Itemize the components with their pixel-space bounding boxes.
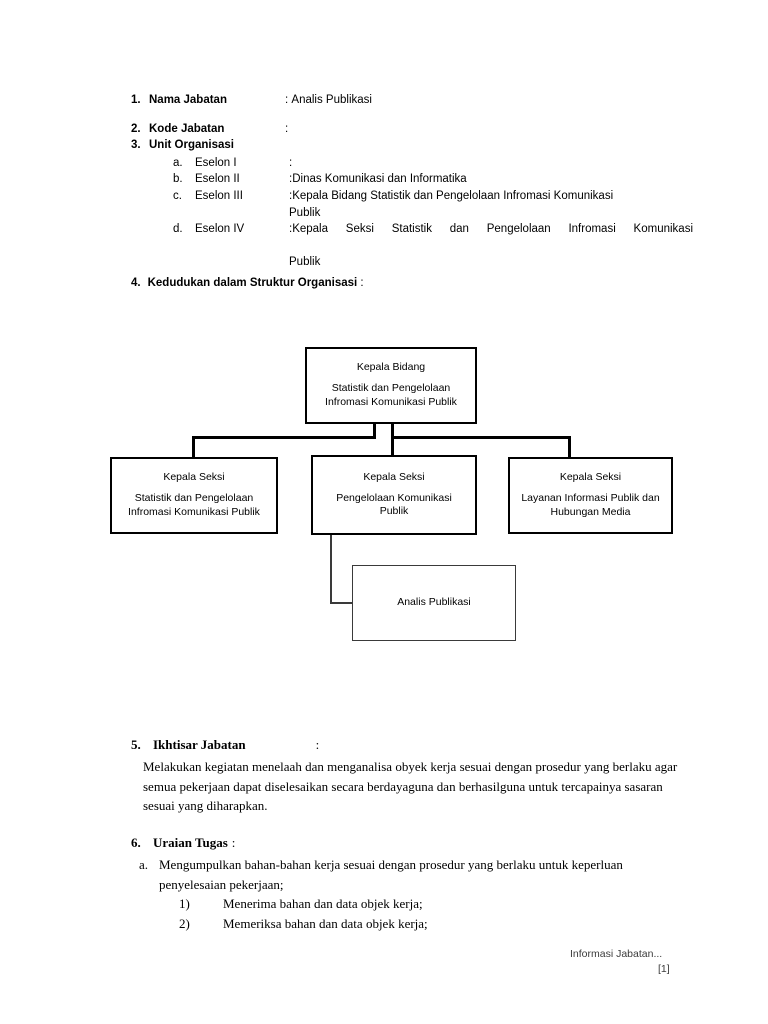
field-label: Unit Organisasi xyxy=(149,138,234,151)
connector-drop-right xyxy=(568,436,571,458)
eselon-item-1: a. Eselon I : xyxy=(131,156,693,172)
org-node-subtitle-line2: Infromasi Komunikasi Publik xyxy=(325,395,457,408)
eselon-colon: : xyxy=(289,223,293,236)
eselon-value: :Kepala Bidang Statistik dan Pengelolaan… xyxy=(289,189,693,205)
org-node-subtitle-line2: Publik xyxy=(379,505,409,518)
connector-analis-vertical xyxy=(330,535,332,604)
eselon-letter: a. xyxy=(173,156,183,169)
connector-bus-left xyxy=(192,436,376,439)
section-number: 5. xyxy=(131,737,141,752)
eselon-list: a. Eselon I : b. Eselon II :Dinas Komuni… xyxy=(131,156,693,271)
field-number: 2. xyxy=(131,122,141,135)
connector-analis-horizontal xyxy=(330,602,353,604)
org-node-title: Kepala Seksi xyxy=(163,471,225,484)
connector-drop-left xyxy=(192,436,195,458)
section-colon: : xyxy=(231,835,236,850)
org-node-kepala-seksi-statistik[interactable]: Kepala Seksi Statistik dan Pengelolaan I… xyxy=(110,457,278,534)
org-node-title: Kepala Seksi xyxy=(363,470,425,483)
section-title: Uraian Tugas xyxy=(153,835,228,850)
org-node-analis-publikasi[interactable]: Analis Publikasi xyxy=(352,565,516,641)
field-number: 3. xyxy=(131,138,141,151)
section-title: Kedudukan dalam Struktur Organisasi xyxy=(147,277,358,289)
org-node-subtitle-line1: Layanan Informasi Publik dan xyxy=(521,492,660,505)
task-subitem-1: 1) Menerima bahan dan data objek kerja; xyxy=(131,894,693,914)
org-node-subtitle-line2: Infromasi Komunikasi Publik xyxy=(128,505,260,518)
body-sections: 5. Ikhtisar Jabatan : Melakukan kegiatan… xyxy=(131,735,693,934)
field-value: : xyxy=(285,122,693,138)
connector-top-stem-center xyxy=(391,423,394,457)
section-5-paragraph: Melakukan kegiatan menelaah dan menganal… xyxy=(143,758,678,814)
task-item-a: a. Mengumpulkan bahan-bahan kerja sesuai… xyxy=(131,855,693,895)
field-kode-jabatan: 2. Kode Jabatan : xyxy=(131,122,693,138)
footer-page-number: [1] xyxy=(658,963,670,975)
field-label: Kode Jabatan xyxy=(149,122,225,135)
eselon-label: Eselon III xyxy=(195,190,243,203)
org-node-subtitle-line2: Hubungan Media xyxy=(550,505,631,518)
task-marker: 2) xyxy=(179,916,190,931)
org-node-title: Kepala Bidang xyxy=(356,361,426,374)
eselon-text: Dinas Komunikasi dan Informatika xyxy=(292,173,467,186)
org-node-subtitle-line1: Statistik dan Pengelolaan xyxy=(134,492,254,505)
eselon-text: Kepala Bidang Statistik dan Pengelolaan … xyxy=(292,190,614,203)
eselon-item-2: b. Eselon II :Dinas Komunikasi dan Infor… xyxy=(131,172,693,188)
section-5-heading: 5. Ikhtisar Jabatan : xyxy=(131,735,693,755)
eselon-letter: b. xyxy=(173,173,183,186)
eselon-colon: : xyxy=(289,156,293,169)
task-text: Menerima bahan dan data objek kerja; xyxy=(223,896,423,912)
eselon-value: :Kepala Seksi Statistik dan Pengelolaan … xyxy=(289,222,693,254)
section-number: 6. xyxy=(131,835,141,850)
org-node-kepala-seksi-pengelolaan[interactable]: Kepala Seksi Pengelolaan Komunikasi Publ… xyxy=(311,455,477,535)
eselon-continuation-4: Publik xyxy=(289,255,321,268)
eselon-continuation-3: Publik xyxy=(289,207,321,220)
eselon-label: Eselon I xyxy=(195,156,237,169)
field-text: Analis Publikasi xyxy=(291,94,372,106)
task-subitem-2: 2) Memeriksa bahan dan data objek kerja; xyxy=(131,914,693,934)
connector-top-stem-left xyxy=(373,423,376,439)
task-marker: a. xyxy=(139,856,149,872)
eselon-value: : xyxy=(289,156,693,172)
org-node-title: Kepala Seksi xyxy=(559,471,622,484)
field-value: : Analis Publikasi xyxy=(285,93,693,109)
eselon-value: :Dinas Komunikasi dan Informatika xyxy=(289,172,693,188)
eselon-item-4: d. Eselon IV :Kepala Seksi Statistik dan… xyxy=(131,222,693,254)
org-node-subtitle-line1: Pengelolaan Komunikasi xyxy=(336,491,452,504)
org-node-title: Analis Publikasi xyxy=(397,596,471,609)
org-node-kepala-bidang[interactable]: Kepala Bidang Statistik dan Pengelolaan … xyxy=(305,347,477,424)
field-number: 1. xyxy=(131,94,141,106)
field-colon: : xyxy=(285,94,289,106)
header-fields: 1. Nama Jabatan : Analis Publikasi 2. Ko… xyxy=(131,93,693,271)
section-4-heading: 4. Kedudukan dalam Struktur Organisasi : xyxy=(131,277,364,289)
eselon-label: Eselon IV xyxy=(195,223,245,236)
task-text: Memeriksa bahan dan data objek kerja; xyxy=(223,916,428,931)
section-number: 4. xyxy=(131,277,141,289)
section-colon: : xyxy=(360,277,364,289)
connector-bus-right xyxy=(391,436,571,439)
field-unit-organisasi: 3. Unit Organisasi xyxy=(131,138,693,154)
eselon-letter: c. xyxy=(173,190,182,203)
task-marker: 1) xyxy=(179,896,190,912)
eselon-item-3: c. Eselon III :Kepala Bidang Statistik d… xyxy=(131,189,693,205)
org-node-subtitle-line1: Statistik dan Pengelolaan xyxy=(331,382,451,395)
eselon-colon: : xyxy=(289,190,293,203)
field-colon: : xyxy=(285,122,289,135)
section-6-heading: 6. Uraian Tugas : xyxy=(131,833,693,853)
section-colon: : xyxy=(315,737,320,752)
eselon-colon: : xyxy=(289,173,293,186)
eselon-letter: d. xyxy=(173,223,183,236)
eselon-label: Eselon II xyxy=(195,173,240,186)
org-node-kepala-seksi-layanan[interactable]: Kepala Seksi Layanan Informasi Publik da… xyxy=(508,457,673,534)
spacer xyxy=(131,816,693,833)
eselon-text: Kepala Seksi Statistik dan Pengelolaan I… xyxy=(292,223,693,236)
field-label: Nama Jabatan xyxy=(149,94,227,106)
task-text: Mengumpulkan bahan-bahan kerja sesuai de… xyxy=(159,856,623,892)
field-nama-jabatan: 1. Nama Jabatan : Analis Publikasi xyxy=(131,93,693,109)
footer-note: Informasi Jabatan... xyxy=(570,948,663,960)
section-title: Ikhtisar Jabatan xyxy=(153,737,246,752)
spacer xyxy=(131,109,693,122)
